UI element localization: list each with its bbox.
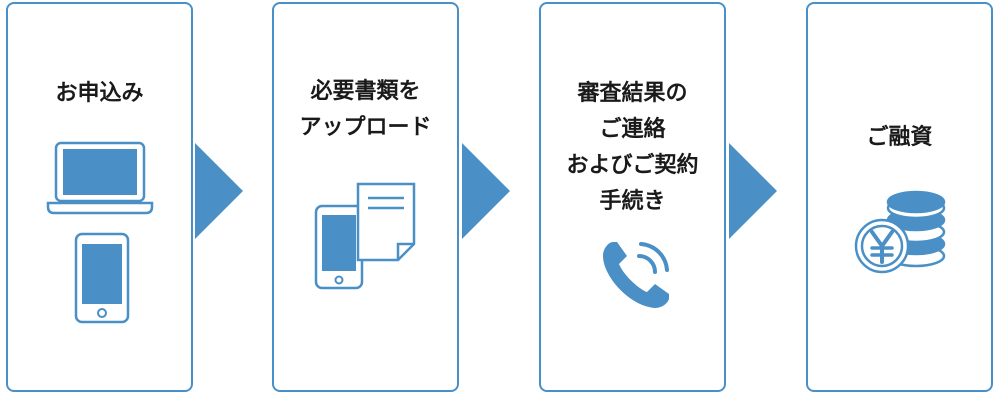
step-3-title-line: 手続き	[599, 189, 666, 214]
step-3-title-line: およびご契約	[566, 153, 699, 178]
smartphone-icon	[74, 232, 130, 324]
step-1-card: お申込み	[6, 2, 193, 392]
step-4-title-line: ご融資	[866, 125, 933, 150]
step-4-card: ご融資	[806, 2, 993, 392]
flow-arrow-2	[462, 143, 510, 239]
step-2-title-line: アップロード	[299, 115, 432, 140]
laptop-icon	[46, 141, 154, 215]
yen-coins-icon	[854, 190, 946, 274]
step-1-title-line: お申込み	[55, 81, 144, 106]
step-3-title-line: ご連絡	[599, 117, 666, 142]
smartphone-icon	[314, 204, 364, 290]
flow-arrow-1	[195, 143, 243, 239]
step-2-title: 必要書類を アップロード	[274, 74, 457, 146]
document-icon	[356, 182, 416, 262]
phone-call-icon	[603, 242, 669, 308]
step-3-title: 審査結果の ご連絡 およびご契約 手続き	[541, 76, 724, 220]
flow-arrow-3	[729, 143, 777, 239]
step-3-card: 審査結果の ご連絡 およびご契約 手続き	[539, 2, 726, 392]
step-2-card: 必要書類を アップロード	[272, 2, 459, 392]
step-2-title-line: 必要書類を	[310, 79, 421, 104]
step-1-title: お申込み	[8, 76, 191, 112]
step-3-title-line: 審査結果の	[577, 81, 688, 106]
step-4-title: ご融資	[808, 120, 991, 156]
